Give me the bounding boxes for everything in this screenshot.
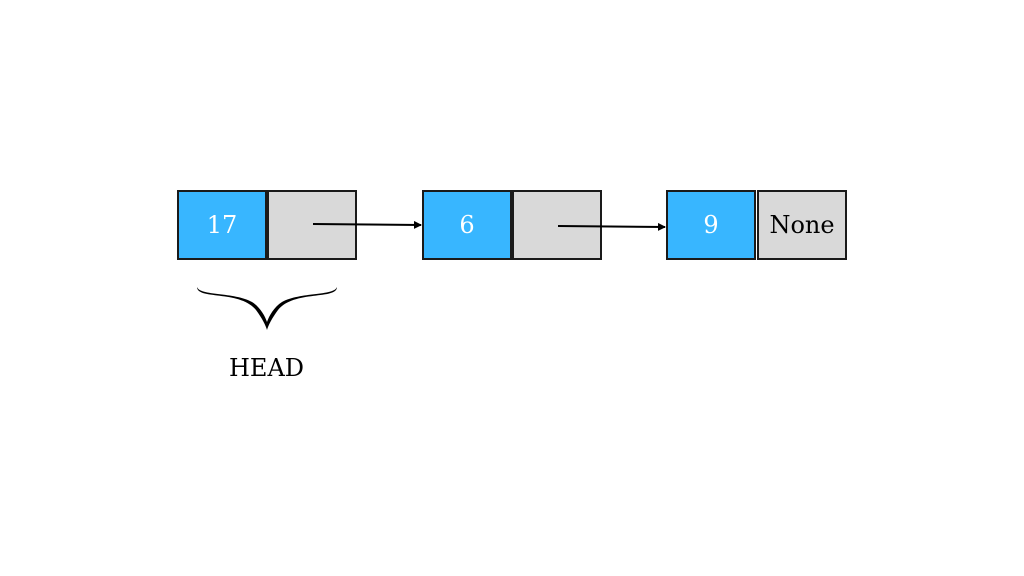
node-1-pointer bbox=[267, 190, 357, 260]
head-label: HEAD bbox=[229, 354, 305, 382]
node-3-data: 9 bbox=[666, 190, 756, 260]
node-3-value: 9 bbox=[703, 211, 719, 239]
node-1-value: 17 bbox=[206, 211, 238, 239]
node-2-value: 6 bbox=[459, 211, 475, 239]
node-2-data: 6 bbox=[422, 190, 512, 260]
node-1-data: 17 bbox=[177, 190, 267, 260]
node-2-pointer bbox=[512, 190, 602, 260]
node-3-pointer: None bbox=[757, 190, 847, 260]
node-3-next-value: None bbox=[769, 211, 835, 239]
head-brace-icon bbox=[197, 287, 337, 330]
